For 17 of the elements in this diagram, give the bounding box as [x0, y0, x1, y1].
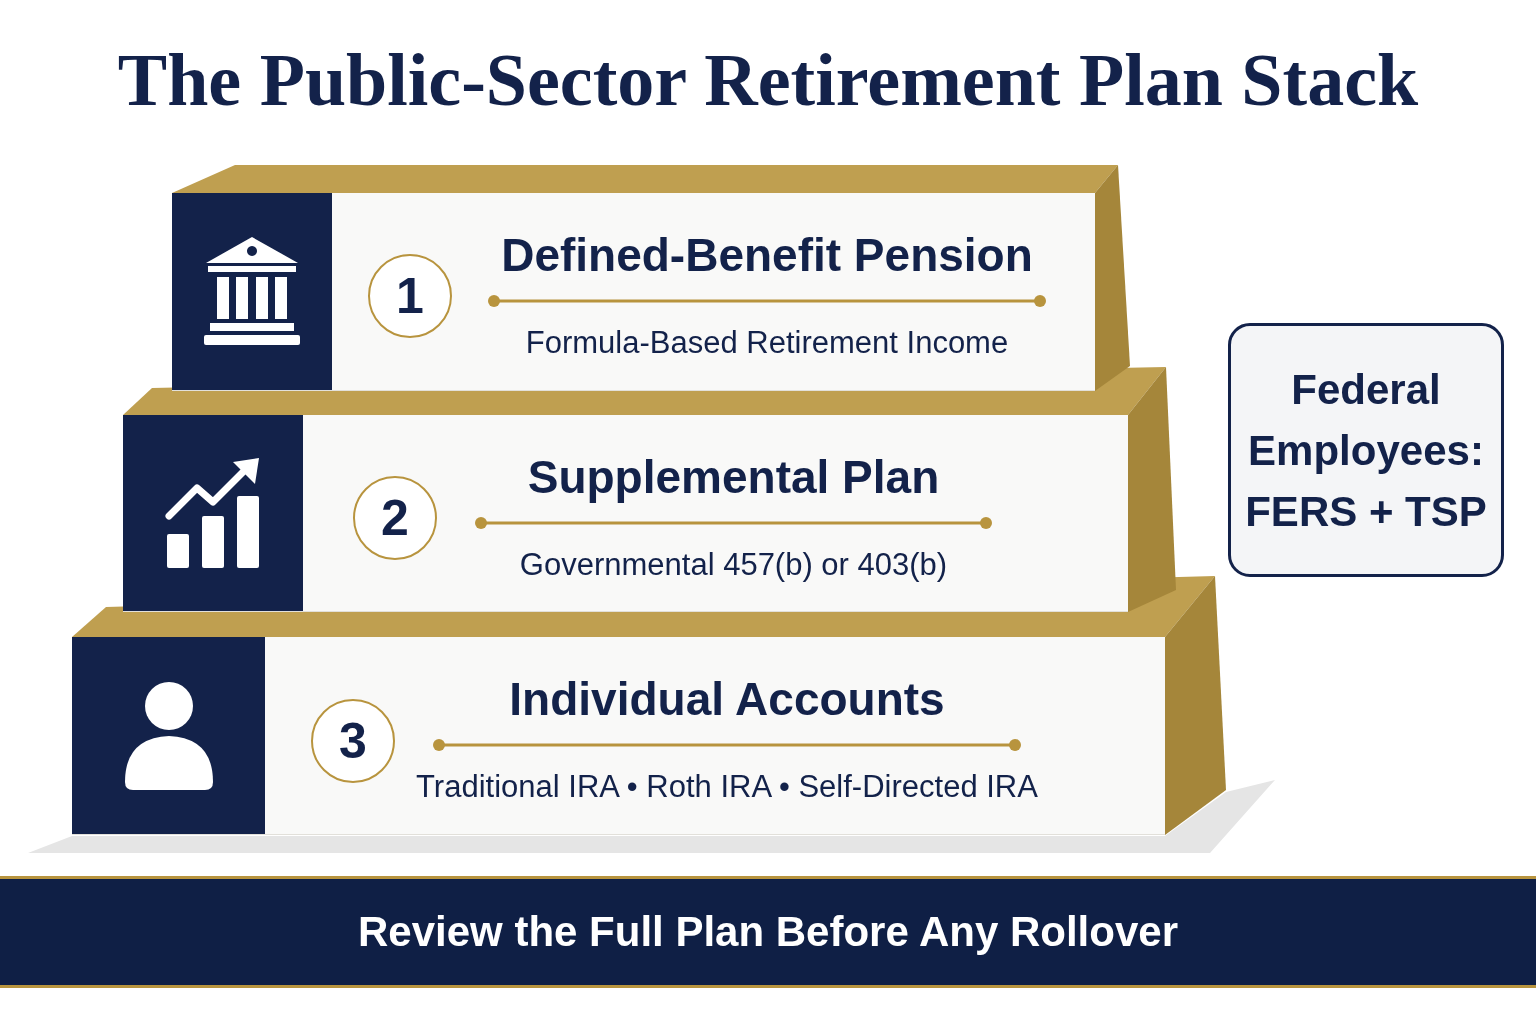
- number-circle: 2: [353, 476, 437, 560]
- tier-slab: [172, 193, 1095, 391]
- tier-slab: [72, 637, 1165, 835]
- tier-slab: [123, 415, 1128, 612]
- tier-heading: Defined-Benefit Pension: [501, 228, 1033, 283]
- number-circle: 3: [311, 699, 395, 783]
- banner-text: Review the Full Plan Before Any Rollover: [358, 907, 1178, 957]
- page-title: The Public-Sector Retirement Plan Stack: [117, 38, 1419, 123]
- banner-bar: [0, 876, 1536, 988]
- note-card: [1228, 323, 1504, 577]
- tier-heading: Individual Accounts: [509, 672, 945, 727]
- tier-subtitle: Formula-Based Retirement Income: [525, 324, 1009, 362]
- tier-heading: Supplemental Plan: [527, 450, 940, 505]
- note-text: Federal Employees: FERS + TSP: [1244, 364, 1488, 537]
- tier-subtitle: Traditional IRA • Roth IRA • Self-Directed IRA: [416, 768, 1038, 806]
- tier-subtitle: Governmental 457(b) or 403(b): [519, 546, 948, 584]
- number-circle: 1: [368, 254, 452, 338]
